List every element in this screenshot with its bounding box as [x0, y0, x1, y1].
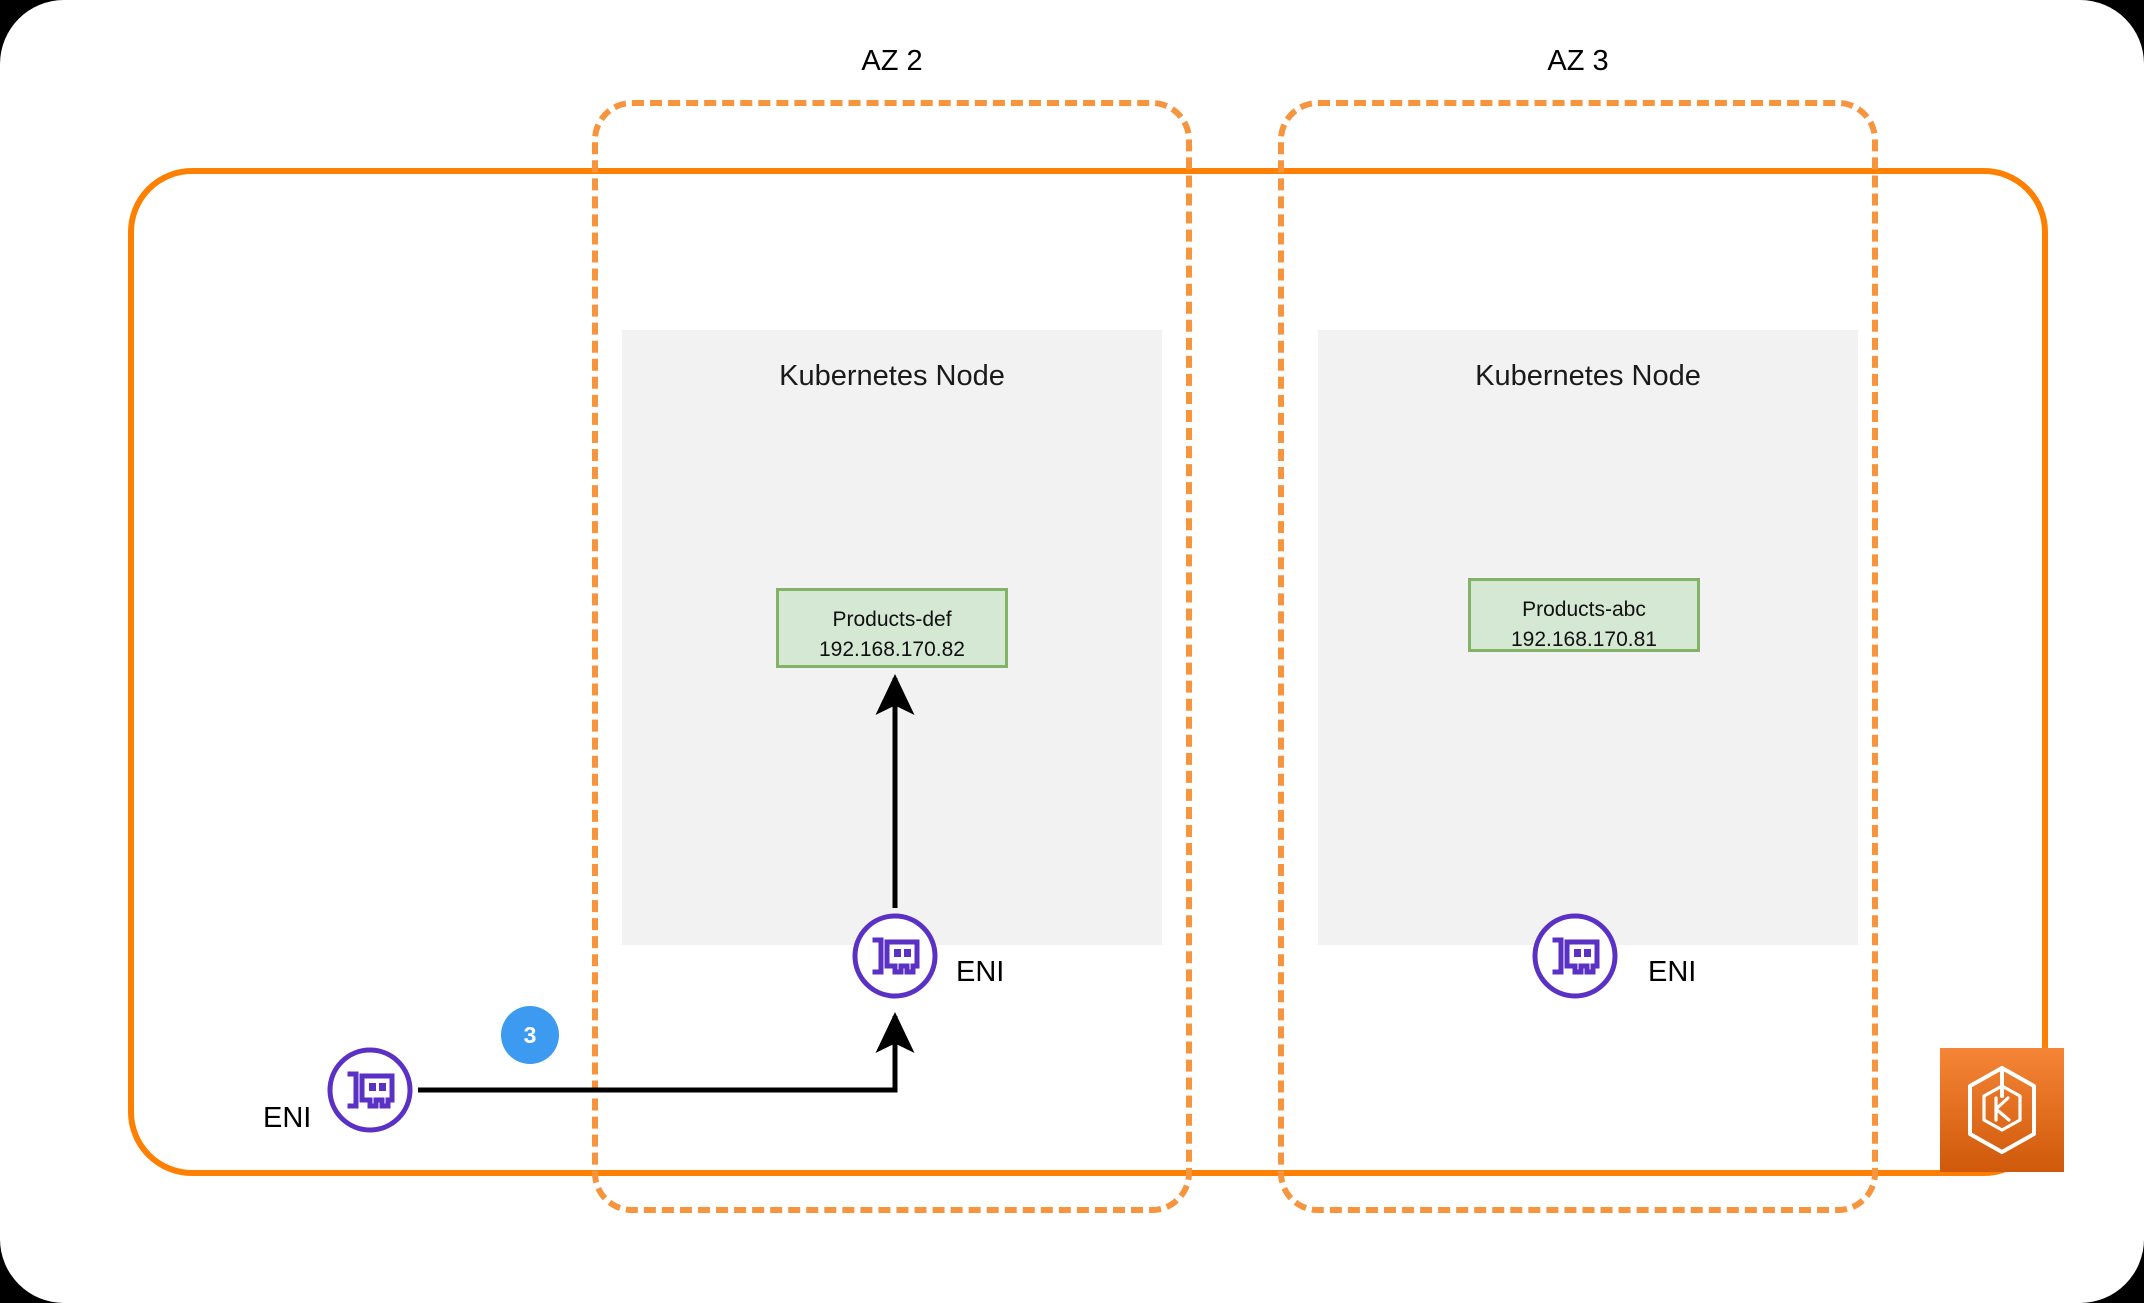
amazon-eks-logo-icon	[1940, 1048, 2064, 1172]
step-badge-3: 3	[501, 1006, 559, 1064]
eni-icon-az2-node[interactable]	[851, 912, 939, 1000]
pod-products-def-ip: 192.168.170.82	[819, 638, 965, 662]
eni-label-vpc-left: ENI	[263, 1102, 312, 1134]
eni-icon-vpc-left[interactable]	[326, 1046, 414, 1134]
kubernetes-node-az3-title: Kubernetes Node	[1475, 360, 1701, 392]
eni-label-az3-node: ENI	[1648, 956, 1697, 988]
az2-label: AZ 2	[861, 45, 923, 77]
pod-products-abc-name: Products-abc	[1522, 598, 1646, 621]
eni-label-az2-node: ENI	[956, 956, 1005, 988]
eni-icon-az3-node[interactable]	[1531, 912, 1619, 1000]
availability-zone-az3	[1278, 100, 1878, 1213]
pod-products-abc[interactable]: Products-abc 192.168.170.81	[1468, 578, 1700, 652]
availability-zone-az2	[592, 100, 1192, 1213]
kubernetes-node-az2-title: Kubernetes Node	[779, 360, 1005, 392]
vpc-boundary	[128, 168, 2048, 1176]
pod-products-abc-ip: 192.168.170.81	[1511, 628, 1657, 652]
pod-products-def[interactable]: Products-def 192.168.170.82	[776, 588, 1008, 668]
pod-products-def-name: Products-def	[832, 608, 952, 631]
az3-label: AZ 3	[1547, 45, 1609, 77]
